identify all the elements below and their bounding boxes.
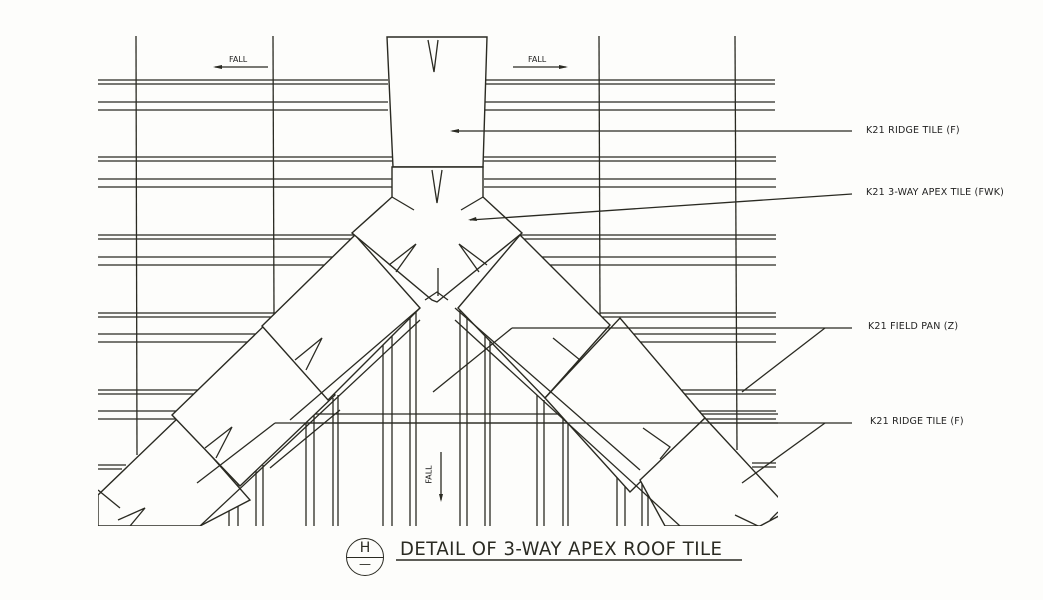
- detail-marker-sheet: —: [359, 557, 371, 571]
- right-ridge-tile-3: [639, 417, 778, 526]
- fall-label-left: FALL: [229, 55, 248, 64]
- callout-ridge-tile-top: K21 RIDGE TILE (F): [866, 125, 960, 136]
- callout-apex-tile: K21 3-WAY APEX TILE (FWK): [866, 187, 1005, 198]
- apex-tile: [350, 166, 524, 303]
- leader-lines: [196, 129, 853, 484]
- detail-marker-letter: H: [359, 540, 371, 556]
- detail-marker: H —: [346, 538, 384, 576]
- fall-label-down: FALL: [424, 465, 434, 484]
- left-ridge-tile-3: [98, 416, 252, 526]
- callout-field-pan: K21 FIELD PAN (Z): [868, 321, 959, 332]
- drawing-title: DETAIL OF 3-WAY APEX ROOF TILE: [400, 538, 723, 560]
- fall-arrows: [213, 65, 568, 502]
- callout-ridge-tile-bottom: K21 RIDGE TILE (F): [870, 416, 964, 427]
- fall-label-right: FALL: [528, 55, 547, 64]
- detail-marker-divider: [347, 557, 383, 558]
- top-ridge-tile: [386, 36, 488, 168]
- ridge-tiles: [98, 36, 778, 526]
